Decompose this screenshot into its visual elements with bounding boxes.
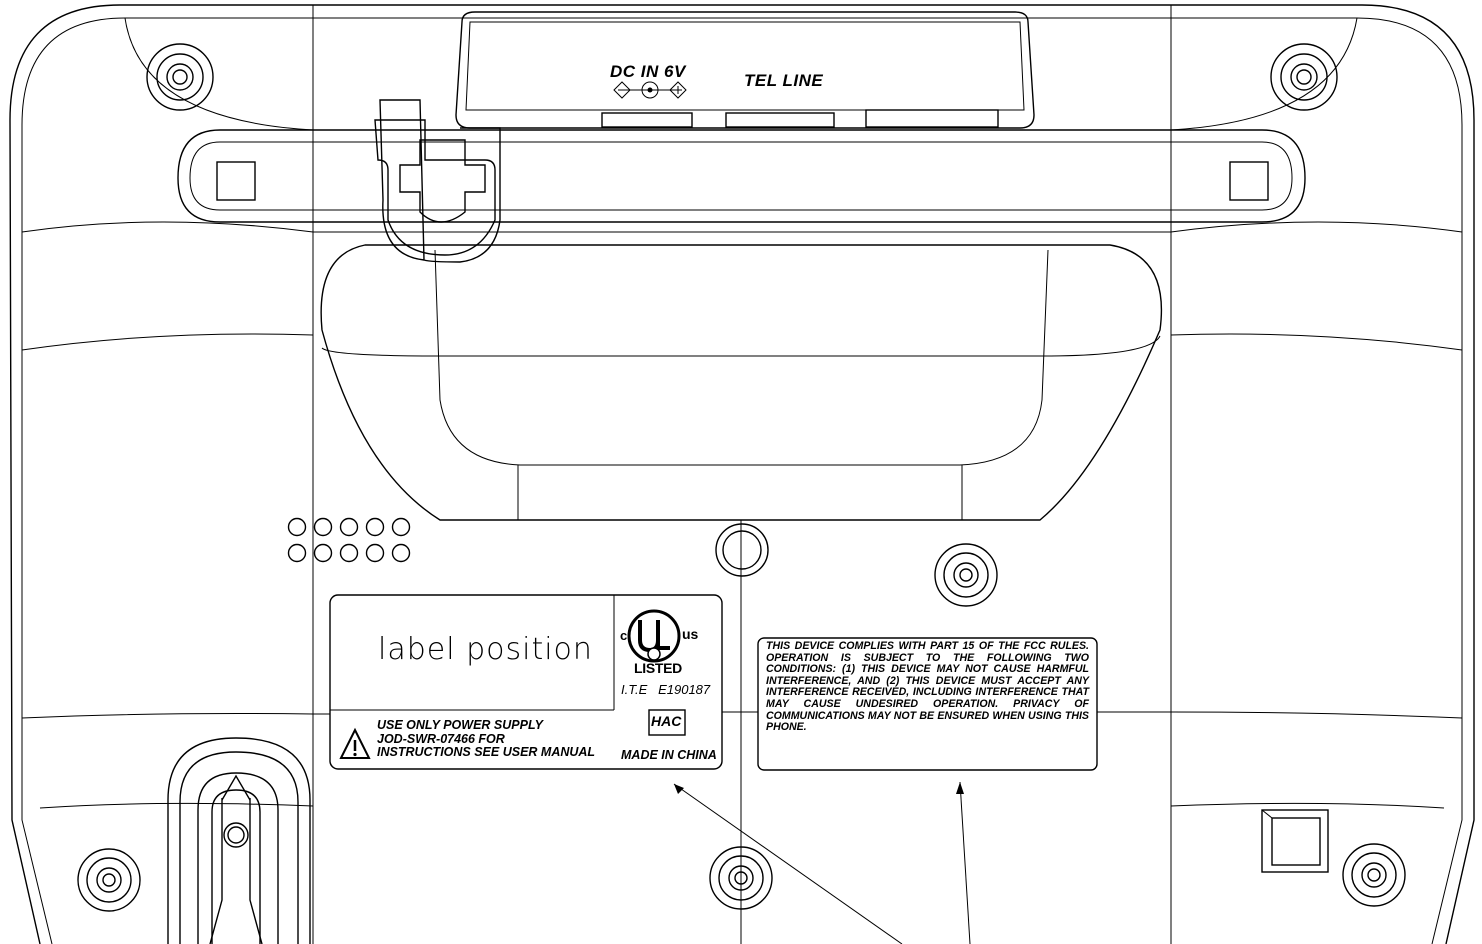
cord-hook-bottom (167, 737, 311, 944)
dc-polarity-icon (613, 81, 687, 99)
screw-boss-top-right (1270, 43, 1338, 111)
screw-boss-center (715, 523, 769, 577)
hac-text: HAC (651, 713, 682, 729)
warning-triangle-icon (339, 727, 371, 759)
outer-housing-inner-edge (21, 17, 1463, 944)
hac-box (648, 709, 686, 736)
speaker-grille (287, 517, 411, 563)
contour-line-1 (21, 221, 1463, 233)
fcc-notice-box (757, 637, 1098, 771)
cord-hook-top-body (374, 119, 496, 256)
carry-strap (177, 129, 1306, 223)
fcc-notice-text: THIS DEVICE COMPLIES WITH PART 15 OF THE… (766, 640, 1089, 734)
contour-line-3 (21, 711, 1463, 719)
ul-listed-text: LISTED (634, 660, 682, 676)
ul-us-mark: us (682, 626, 699, 642)
connector-housing-inner (465, 21, 1025, 111)
power-supply-warning: USE ONLY POWER SUPPLY JOD-SWR-07466 FOR … (377, 718, 596, 760)
corner-arc-tr (1170, 17, 1358, 131)
screw-boss-mid-right (934, 543, 998, 607)
leader-line-label (673, 783, 903, 944)
tel-line-jack (725, 112, 835, 128)
outer-housing (9, 4, 1475, 944)
handle-recess (320, 244, 1163, 521)
strap-slot-left (216, 161, 256, 201)
handle-recess-lip (321, 335, 1161, 357)
square-button-outer (1261, 809, 1329, 873)
leader-arrow-fcc (956, 782, 964, 794)
ul-c-mark: c (620, 628, 628, 643)
connector-housing (455, 11, 1035, 129)
label-position-text: label position (378, 632, 593, 667)
dc-in-label: DC IN 6V (610, 62, 686, 81)
label-plate-outline (329, 594, 723, 770)
tel-line-label: TEL LINE (744, 71, 824, 90)
cord-hook-top-cross (399, 139, 486, 223)
warning-line: JOD-SWR-07466 FOR (377, 731, 505, 746)
leader-line-fcc (959, 781, 971, 944)
aux-port (865, 109, 999, 128)
square-button-inner (1271, 817, 1321, 866)
ite-number: I.T.E E190187 (621, 682, 711, 697)
screw-boss-bottom-left (77, 848, 141, 912)
screw-boss-bottom-center (709, 846, 773, 910)
carry-strap-inner (189, 141, 1293, 211)
square-button-bevel (1261, 809, 1273, 819)
handle-recess-inner (434, 249, 1049, 466)
contour-line-2 (21, 333, 1463, 351)
dc-in-jack (601, 112, 693, 128)
ul-listed-logo (627, 609, 681, 663)
corner-arc-tl (124, 17, 314, 131)
warning-line: INSTRUCTIONS SEE USER MANUAL (377, 745, 596, 759)
screw-boss-top-left (146, 43, 214, 111)
warning-line: USE ONLY POWER SUPPLY (377, 718, 543, 732)
leader-arrow-label (674, 784, 684, 794)
cord-hook-top (379, 99, 501, 263)
screw-boss-bottom-right (1342, 843, 1406, 907)
strap-slot-right (1229, 161, 1269, 201)
made-in-text: MADE IN CHINA (621, 748, 717, 762)
